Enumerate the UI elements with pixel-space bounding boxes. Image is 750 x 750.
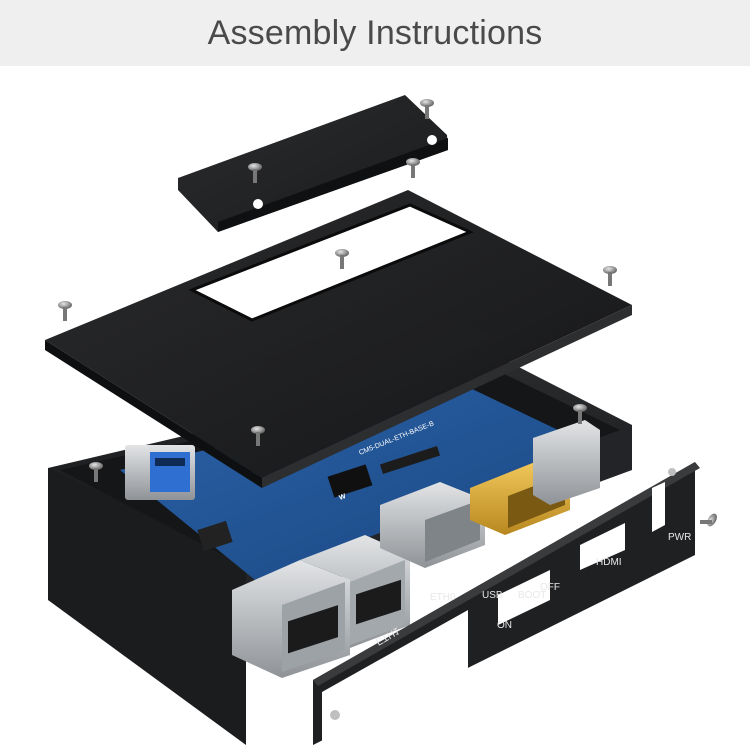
ethernet-port-eth0 — [300, 535, 410, 648]
screw-icon — [420, 99, 434, 119]
panel-label-boot: BOOT — [518, 590, 546, 601]
top-cover-plate — [45, 190, 632, 488]
panel-label-off: OFF — [540, 582, 560, 593]
usb-c-port — [533, 420, 600, 505]
panel-label-usb: USB — [482, 590, 503, 601]
page-title: Assembly Instructions — [207, 13, 543, 52]
small-lid-plate — [178, 95, 448, 232]
screw-icon — [251, 426, 265, 446]
panel-label-hdmi: HDMI — [596, 557, 622, 568]
screw-icon — [335, 249, 349, 269]
screw-icon — [603, 266, 617, 286]
brand-logo-mark: W — [338, 493, 347, 502]
screw-icon — [248, 163, 262, 183]
panel-cutout-pwr — [652, 482, 665, 532]
panel-cutout-usb — [498, 570, 550, 625]
panel-cutout-eth — [322, 610, 468, 745]
front-io-panel: ETH1 ETH0 USB BOOT OFF ON HDMI PWR — [313, 462, 700, 745]
assembly-figure: CM5-DUAL-ETH-BASE-B W — [0, 66, 750, 750]
panel-label-eth0: ETH0 — [430, 592, 456, 603]
screw-icon — [89, 462, 103, 482]
panel-cutout-hdmi — [580, 523, 625, 570]
pcb-board: CM5-DUAL-ETH-BASE-B W — [120, 388, 600, 580]
usb-a-center-port — [380, 482, 485, 568]
screw-icon — [406, 158, 420, 178]
screw-icon — [700, 513, 717, 527]
ethernet-port-eth1 — [232, 560, 350, 678]
usb-a-port — [125, 445, 195, 500]
screw-icon — [573, 404, 587, 424]
panel-label-pwr: PWR — [668, 532, 691, 543]
screw-icon — [58, 301, 72, 321]
header-bar: Assembly Instructions — [0, 0, 750, 66]
panel-label-on: ON — [497, 620, 512, 631]
